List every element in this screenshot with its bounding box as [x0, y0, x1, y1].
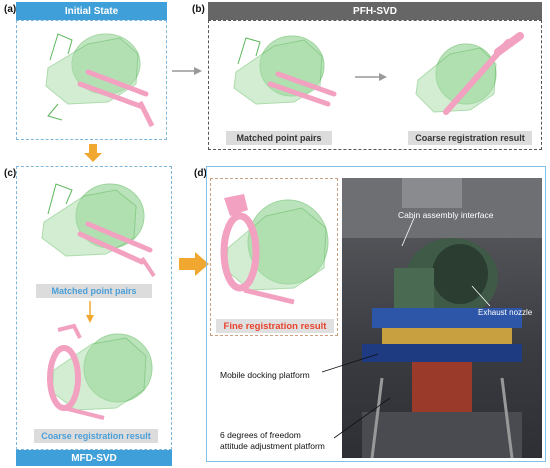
panel-d-fine-model	[220, 194, 329, 305]
panel-a-frame	[16, 20, 167, 140]
panel-a-title-bar: Initial State	[16, 2, 167, 20]
pointer-cabin	[401, 217, 415, 247]
panel-b-caption-coarse: Coarse registration result	[408, 131, 532, 145]
panel-d-fine-frame	[210, 178, 338, 336]
photo-scene	[342, 178, 542, 458]
panel-c-caption-coarse: Coarse registration result	[34, 429, 158, 443]
panel-c-matched-model	[41, 183, 156, 278]
arrow-a-to-b	[172, 67, 202, 75]
panel-b-matched-model	[233, 35, 337, 107]
panel-b-coarse-model	[415, 32, 524, 115]
label-mobile-platform: Mobile docking platform	[220, 370, 310, 380]
panel-c-caption-matched: Matched point pairs	[36, 284, 152, 298]
arrow-a-to-c	[84, 144, 102, 162]
label-cabin-interface: Cabin assembly interface	[398, 210, 494, 220]
panel-b-letter: (b)	[192, 4, 205, 15]
panel-c-coarse-model	[47, 323, 153, 420]
panel-b-frame	[208, 20, 542, 150]
panel-c-letter: (c)	[4, 168, 17, 179]
panel-c-down-arrow	[86, 301, 94, 323]
panel-c-frame	[16, 166, 172, 450]
panel-a-letter: (a)	[4, 4, 17, 15]
pointer-6dof	[333, 397, 391, 439]
panel-d-caption-fine: Fine registration result	[216, 319, 334, 333]
arrow-c-to-d	[179, 252, 209, 276]
panel-d-photo	[342, 178, 542, 458]
panel-d-frame	[206, 166, 546, 462]
panel-d-letter: (d)	[194, 168, 207, 179]
panel-b-title-bar: PFH-SVD	[208, 2, 542, 20]
pointer-nozzle	[471, 285, 491, 307]
panel-b-arrow	[355, 73, 387, 81]
panel-a-model	[45, 33, 155, 128]
panel-b-caption-matched: Matched point pairs	[226, 131, 332, 145]
label-6dof-platform: 6 degrees of freedom attitude adjustment…	[220, 430, 325, 451]
panel-c-footer-bar: MFD-SVD	[16, 450, 172, 466]
pointer-platform	[321, 353, 379, 373]
label-exhaust-nozzle: Exhaust nozzle	[478, 308, 533, 317]
